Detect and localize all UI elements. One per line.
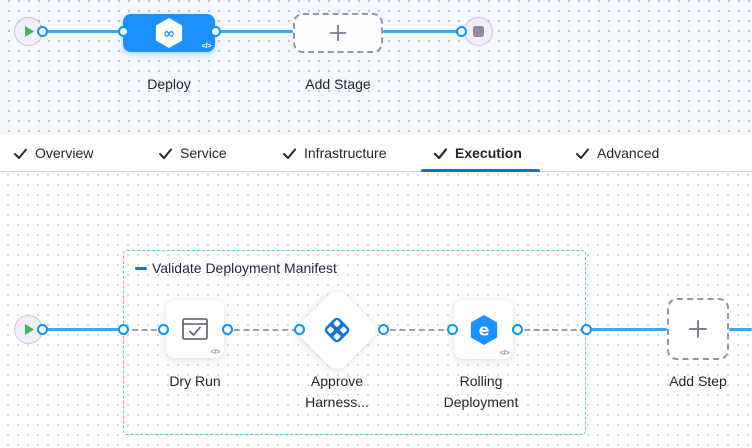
flow-line bbox=[586, 328, 667, 331]
add-step-button[interactable] bbox=[667, 298, 729, 360]
svg-text:e: e bbox=[478, 320, 489, 339]
add-stage-button[interactable] bbox=[293, 13, 383, 53]
step-node-rolling-deployment[interactable]: e </> bbox=[454, 300, 513, 359]
collapse-icon[interactable] bbox=[135, 266, 147, 270]
code-view-toggle[interactable]: </> bbox=[499, 348, 510, 357]
tab-overview[interactable]: Overview bbox=[13, 135, 93, 171]
tab-label: Infrastructure bbox=[304, 145, 387, 161]
rolling-deployment-icon: e bbox=[470, 314, 497, 345]
svg-text:∞: ∞ bbox=[163, 26, 175, 42]
flow-line bbox=[42, 328, 123, 331]
connector-dot[interactable] bbox=[581, 324, 592, 335]
step-label: Rolling Deployment bbox=[443, 373, 519, 410]
check-icon bbox=[14, 148, 27, 159]
connector-dot[interactable] bbox=[210, 26, 221, 37]
flow-line-dashed bbox=[380, 329, 454, 331]
pipeline-end-node[interactable] bbox=[464, 17, 493, 46]
flow-line bbox=[215, 30, 293, 33]
play-icon bbox=[24, 324, 34, 335]
check-icon bbox=[283, 148, 296, 159]
stage-label: Deploy bbox=[147, 76, 191, 92]
connector-dot[interactable] bbox=[158, 324, 169, 335]
connector-dot[interactable] bbox=[118, 26, 129, 37]
step-label: Approve Harness... bbox=[305, 373, 369, 410]
harness-cd-icon: ∞ bbox=[155, 18, 183, 48]
execution-canvas: Validate Deployment Manifest bbox=[0, 172, 752, 448]
approval-icon bbox=[324, 317, 350, 343]
stop-icon bbox=[473, 26, 484, 37]
check-icon bbox=[433, 147, 448, 159]
step-group-header: Validate Deployment Manifest bbox=[135, 260, 337, 276]
dry-run-icon bbox=[182, 317, 208, 340]
step-label: Dry Run bbox=[169, 373, 221, 389]
tab-advanced[interactable]: Advanced bbox=[575, 135, 659, 171]
flow-line-dashed bbox=[224, 329, 298, 331]
stage-node-deploy[interactable]: ∞ </> bbox=[123, 14, 215, 52]
tab-infrastructure[interactable]: Infrastructure bbox=[282, 135, 386, 171]
connector-dot[interactable] bbox=[118, 324, 129, 335]
tab-execution[interactable]: Execution bbox=[433, 135, 522, 171]
connector-dot[interactable] bbox=[378, 324, 389, 335]
tab-label: Overview bbox=[35, 145, 94, 161]
connector-dot[interactable] bbox=[512, 324, 523, 335]
flow-line-dashed bbox=[515, 329, 586, 331]
tab-label: Service bbox=[180, 145, 227, 161]
step-group-box[interactable]: Validate Deployment Manifest bbox=[123, 250, 586, 435]
connector-dot[interactable] bbox=[447, 324, 458, 335]
connector-dot[interactable] bbox=[222, 324, 233, 335]
check-icon bbox=[576, 148, 589, 159]
plus-icon bbox=[330, 25, 346, 41]
tab-label: Advanced bbox=[597, 145, 660, 161]
step-group-label: Validate Deployment Manifest bbox=[152, 260, 337, 276]
add-stage-label: Add Stage bbox=[305, 76, 371, 92]
add-step-label: Add Step bbox=[669, 373, 727, 389]
flow-line-dashed bbox=[123, 329, 166, 331]
tab-label: Execution bbox=[455, 145, 522, 161]
active-tab-indicator bbox=[421, 169, 540, 172]
flow-line bbox=[383, 30, 466, 33]
tab-service[interactable]: Service bbox=[158, 135, 227, 171]
code-view-toggle[interactable]: </> bbox=[210, 347, 221, 356]
flow-line bbox=[729, 328, 752, 331]
connector-dot[interactable] bbox=[294, 324, 305, 335]
play-icon bbox=[24, 26, 34, 37]
connector-dot[interactable] bbox=[456, 26, 467, 37]
plus-icon bbox=[689, 320, 707, 338]
step-node-dry-run[interactable]: </> bbox=[166, 300, 224, 358]
connector-dot[interactable] bbox=[37, 324, 48, 335]
stage-canvas: ∞ </> Deploy Add Stage bbox=[0, 0, 752, 135]
stage-config-tabs: Overview Service Infrastructure Executio… bbox=[0, 135, 752, 172]
flow-line bbox=[42, 30, 123, 33]
check-icon bbox=[159, 148, 172, 159]
code-view-toggle[interactable]: </> bbox=[201, 41, 212, 50]
connector-dot[interactable] bbox=[37, 26, 48, 37]
